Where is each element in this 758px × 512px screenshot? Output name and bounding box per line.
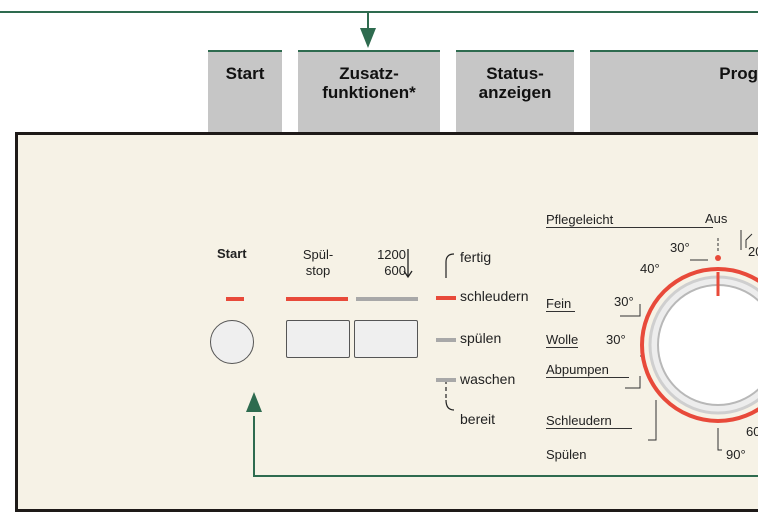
header-zusatz-line1: Zusatz- bbox=[339, 64, 399, 83]
arrow-down-icon bbox=[360, 28, 376, 48]
header-programm: Prog bbox=[590, 50, 758, 132]
program-pflegeleicht: Pflegeleicht bbox=[546, 212, 714, 228]
temp-60: 60 bbox=[746, 424, 758, 439]
header-status-line1: Status- bbox=[486, 64, 544, 83]
program-wolle: Wolle bbox=[546, 332, 579, 348]
header-prog-label: Prog bbox=[719, 64, 758, 83]
start-annotation-arrow bbox=[246, 392, 758, 477]
spuelstop-line1: Spül- bbox=[302, 247, 334, 262]
status-bracket bbox=[445, 253, 455, 411]
start-label: Start bbox=[217, 246, 247, 261]
speed-label: 1200 600 bbox=[356, 247, 406, 279]
program-schleudern: Schleudern bbox=[546, 413, 632, 429]
arrow-up-icon bbox=[246, 392, 262, 412]
speed-indicator-led bbox=[356, 297, 418, 301]
header-zusatzfunktionen: Zusatz- funktionen* bbox=[298, 50, 440, 132]
speed-button[interactable] bbox=[354, 320, 418, 358]
top-divider-line bbox=[0, 11, 758, 13]
program-aus: Aus bbox=[705, 211, 728, 226]
program-abpumpen: Abpumpen bbox=[546, 362, 629, 378]
start-button[interactable] bbox=[210, 320, 254, 364]
spuelstop-indicator-led bbox=[286, 297, 348, 301]
temp-30: 30° bbox=[670, 240, 690, 255]
header-statusanzeigen: Status- anzeigen bbox=[456, 50, 574, 132]
temp-90: 90° bbox=[726, 447, 746, 462]
speed-line2: 600 bbox=[384, 263, 406, 278]
header-start: Start bbox=[208, 50, 282, 132]
annotation-arrows bbox=[360, 13, 376, 48]
arrow-down-thin-icon bbox=[403, 249, 413, 279]
status-fertig: fertig bbox=[460, 249, 492, 265]
program-wolle-temp: 30° bbox=[606, 332, 626, 347]
spuelstop-line2: stop bbox=[305, 263, 331, 278]
temp-40: 40° bbox=[640, 261, 660, 276]
status-bereit: bereit bbox=[460, 411, 496, 427]
speed-line1: 1200 bbox=[377, 247, 406, 262]
spuelstop-label: Spül- stop bbox=[286, 247, 350, 279]
program-fein: Fein bbox=[546, 296, 576, 312]
status-schleudern-led bbox=[436, 296, 456, 300]
header-status-line2: anzeigen bbox=[478, 83, 552, 102]
header-zusatz-line2: funktionen* bbox=[322, 83, 416, 102]
status-waschen-led bbox=[436, 378, 456, 382]
program-fein-temp: 30° bbox=[614, 294, 634, 309]
spuelstop-button[interactable] bbox=[286, 320, 350, 358]
temp-20: 20 bbox=[748, 244, 758, 259]
header-start-label: Start bbox=[225, 64, 265, 83]
status-waschen: waschen bbox=[460, 371, 516, 387]
program-dial[interactable] bbox=[540, 200, 758, 480]
start-indicator-led bbox=[226, 297, 244, 301]
program-spuelen: Spülen bbox=[546, 447, 587, 462]
status-spuelen: spülen bbox=[460, 330, 502, 346]
status-schleudern: schleudern bbox=[460, 288, 529, 304]
dial-position-dot bbox=[715, 255, 721, 261]
status-spuelen-led bbox=[436, 338, 456, 342]
